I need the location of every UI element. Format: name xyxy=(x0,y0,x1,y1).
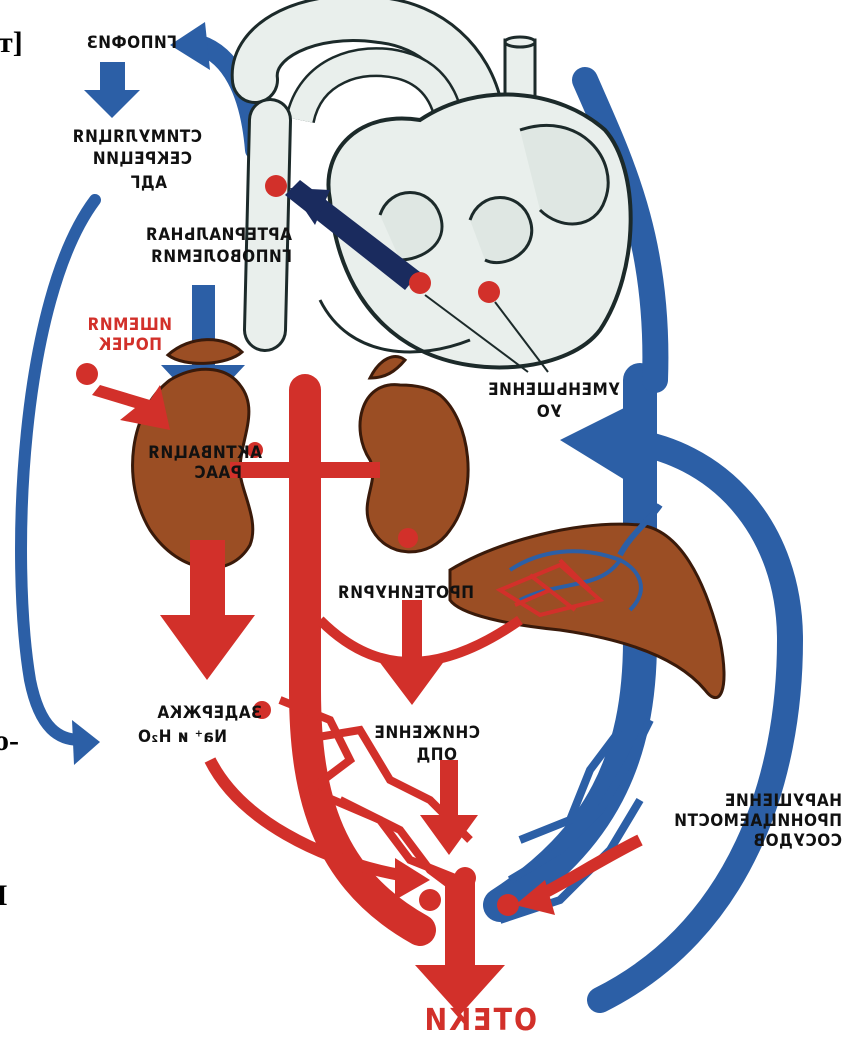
label-hypovolemia-line2: ГИПОВОЛЕМИЯ xyxy=(151,247,292,267)
label-adh-line1: СТИМУЛЯЦИЯ xyxy=(72,127,202,147)
label-hypovolemia-line1: АРТЕРИАЛЬНАЯ xyxy=(145,225,292,245)
label-output-line1: УМЕНЬШЕНИЕ xyxy=(488,380,620,400)
adh-to-retention-arc xyxy=(21,200,95,740)
label-raas-line2: РААС xyxy=(194,463,242,483)
kidney-down-arrow xyxy=(160,540,255,680)
label-permeability-line2: ПРОНИЦАЕМОСТИ xyxy=(674,811,842,831)
opd-down-arrow xyxy=(420,760,478,855)
edge-fragment-mid: о- xyxy=(0,724,19,757)
ventricle-marker-left xyxy=(409,272,431,294)
ischemia-arrow xyxy=(92,385,170,430)
retention-arrowhead xyxy=(72,720,100,765)
label-opd-line1: СНИЖЕНИЕ xyxy=(374,723,480,743)
adrenal-right xyxy=(370,357,405,378)
edema-marker-b xyxy=(454,867,476,889)
label-permeability-line3: СОСУДОВ xyxy=(753,831,842,851)
label-retention-line1: ЗАДЕРЖКА xyxy=(157,703,262,723)
edema-marker-c xyxy=(497,894,519,916)
label-output-line2: УО xyxy=(536,402,562,422)
kidney-marker xyxy=(398,528,418,548)
edema-marker-a xyxy=(419,889,441,911)
aorta-marker xyxy=(265,175,287,197)
label-ischemia-line1: ИШЕМИЯ xyxy=(87,315,172,335)
label-retention-line2: Na⁺ и H₂O xyxy=(137,727,227,747)
label-ischemia-line2: ПОЧЕК xyxy=(98,335,162,355)
label-opd-line2: ОПД xyxy=(416,745,457,765)
edge-fragment-low: I xyxy=(0,879,8,912)
label-raas-line1: АКТИВАЦИЯ xyxy=(148,443,262,463)
label-proteinuria: ПРОТЕИНУРИЯ xyxy=(337,583,474,603)
label-adh-line2: СЕКРЕЦИИ xyxy=(92,149,192,169)
ventricle-marker-right xyxy=(478,281,500,303)
label-edema: ОТЕКИ xyxy=(423,1003,537,1038)
edge-fragment-top: т] xyxy=(0,26,23,59)
venous-return-arrowhead xyxy=(560,405,630,480)
proteinuria-down-arrow xyxy=(378,600,445,705)
adrenal-left xyxy=(168,340,242,364)
ischemia-marker xyxy=(76,363,98,385)
label-hypophysis: ГИПОФИЗ xyxy=(86,33,177,53)
label-adh-line3: АДГ xyxy=(130,173,167,193)
label-permeability-line1: НАРУШЕНИЕ xyxy=(724,791,842,811)
hypophysis-down-arrow xyxy=(84,62,140,118)
